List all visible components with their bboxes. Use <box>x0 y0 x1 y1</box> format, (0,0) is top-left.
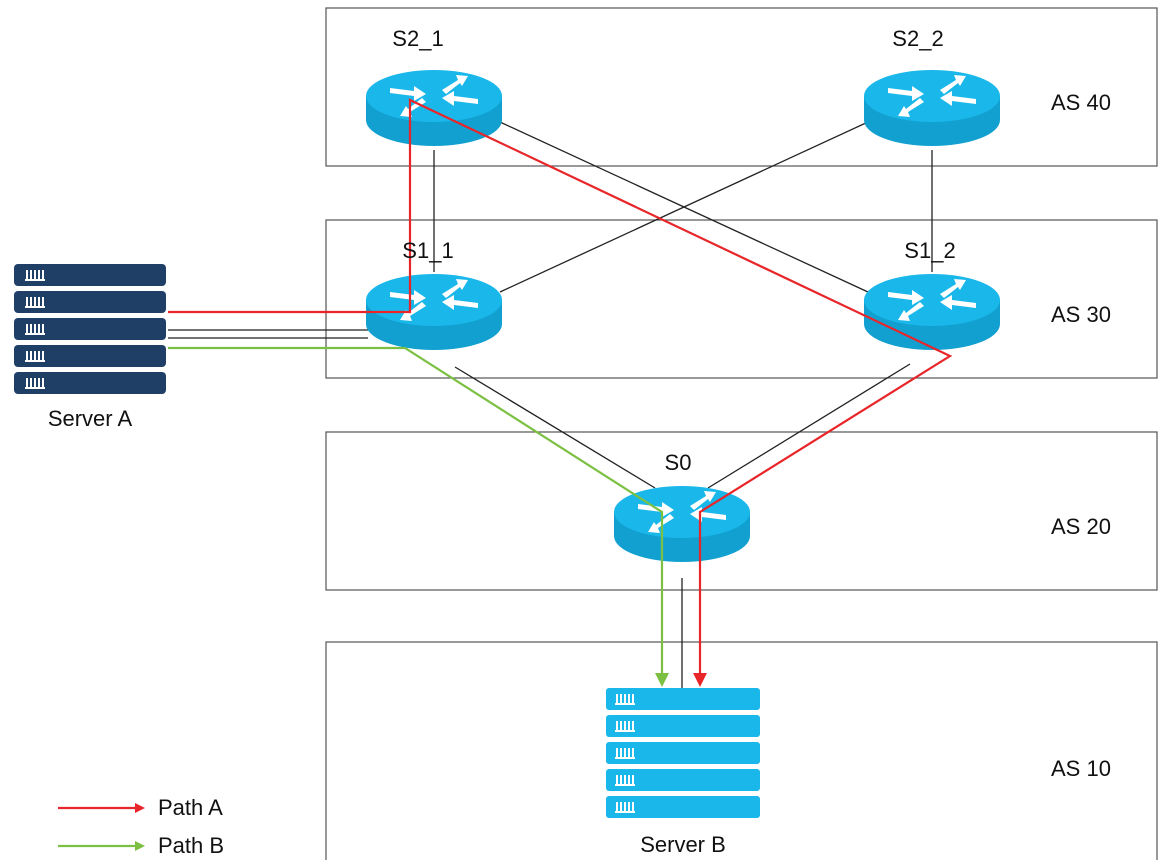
as-label-20: AS 20 <box>1051 514 1111 539</box>
router-label-s1_2: S1_2 <box>904 238 955 263</box>
router-label-s2_1: S2_1 <box>392 26 443 51</box>
as-label-10: AS 10 <box>1051 756 1111 781</box>
link-s2_2-s1_1 <box>499 121 869 293</box>
link-s1_1-s0 <box>454 366 656 489</box>
legend: Path A Path B <box>58 795 224 858</box>
server-a-label: Server A <box>48 406 133 431</box>
as-label-40: AS 40 <box>1051 90 1111 115</box>
legend-path-a-label: Path A <box>158 795 223 820</box>
path-b-line <box>168 346 669 687</box>
router-s1_2 <box>864 274 1000 350</box>
link-s1_2-s0 <box>707 363 911 489</box>
server-b-label: Server B <box>640 832 726 857</box>
network-links <box>168 121 933 688</box>
path-a-line <box>168 98 953 687</box>
router-s2_2 <box>864 70 1000 146</box>
server-b-icon <box>606 688 760 818</box>
router-label-s2_2: S2_2 <box>892 26 943 51</box>
router-label-s1_1: S1_1 <box>402 238 453 263</box>
as-label-30: AS 30 <box>1051 302 1111 327</box>
router-label-s0: S0 <box>665 450 692 475</box>
legend-path-b-label: Path B <box>158 833 224 858</box>
router-s0 <box>614 486 750 562</box>
server-a-icon <box>14 264 166 394</box>
